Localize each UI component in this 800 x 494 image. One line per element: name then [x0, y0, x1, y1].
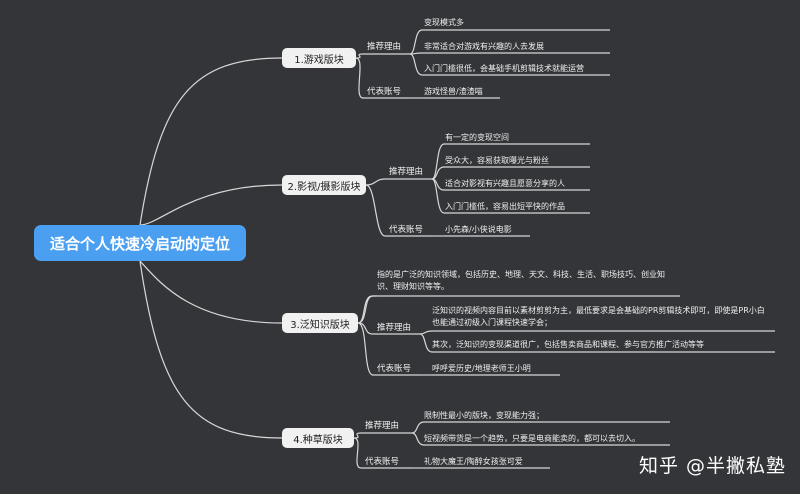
connector-line-4	[355, 53, 364, 59]
connector-line-50	[353, 437, 362, 469]
leaf-b4-a1: 礼物大魔王/陶醉女孩张可爱	[424, 457, 523, 466]
branch-film[interactable]: 2.影视/摄影版块	[282, 175, 366, 195]
connector-line-40	[357, 295, 374, 324]
label-b2-reasons: 推荐理由	[389, 167, 424, 177]
connector-line-36	[357, 322, 374, 376]
connector-line-6	[409, 29, 423, 55]
leaf-b2-a1: 小先森/小侠说电影	[445, 225, 512, 234]
leaf-b1-r1: 变现模式多	[424, 18, 464, 27]
label-b1-accounts: 代表账号	[367, 87, 402, 97]
leaf-b2-r2: 受众大，容易获取曝光与粉丝	[445, 156, 549, 165]
connector-line-34	[419, 333, 433, 353]
leaf-b2-r4: 入门门槛低，容易出短平快的作品	[445, 202, 565, 211]
leaf-b3-r1: 泛知识的视频内容目前以素材剪剪为主，最低要求是会基础的PR剪辑技术即可，即使是P…	[432, 306, 765, 327]
connector-line-0	[139, 57, 283, 226]
leaf-b3-a1: 呼呼爱历史/地理老师王小明	[432, 364, 531, 373]
connector-line-16	[365, 178, 386, 186]
leaf-b4-r1: 限制性最小的版块，变现能力强；	[424, 411, 544, 420]
leaf-b4-r2: 短视频带货是一个趋势，只要是电商能卖的，都可以去切入。	[424, 434, 640, 443]
label-b4-accounts: 代表账号	[365, 457, 400, 467]
leaf-b1-r2: 非常适合对游戏有兴趣的人去发展	[424, 42, 544, 51]
watermark: 知乎 @半撇私塾	[638, 455, 786, 477]
connector-line-1	[139, 184, 283, 226]
leaf-b3-r2: 其次，泛知识的变现渠道很广，包括售卖商品和课程、参与官方推广活动等等	[432, 340, 704, 349]
root-topic[interactable]: 适合个人快速冷启动的定位	[34, 225, 246, 261]
label-b3-reasons: 推荐理由	[377, 323, 412, 333]
leaf-b1-a1: 游戏怪兽/渣渣喵	[424, 87, 483, 96]
label-b4-reasons: 推荐理由	[365, 421, 400, 431]
connector-line-10	[409, 53, 423, 76]
connector-line-44	[353, 432, 362, 439]
label-b1-reasons: 推荐理由	[367, 42, 402, 52]
connector-line-24	[431, 178, 445, 214]
connector-line-46	[411, 421, 425, 434]
label-b3-accounts: 代表账号	[377, 364, 412, 374]
label-b2-accounts: 代表账号	[389, 225, 424, 235]
connector-line-26	[365, 184, 386, 237]
leaf-b2-r1: 有一定的变现空间	[445, 133, 509, 142]
connector-line-3	[139, 260, 283, 439]
connector-line-18	[431, 143, 445, 180]
connector-line-42	[357, 295, 373, 324]
connector-line-48	[411, 432, 425, 446]
connector-line-2	[139, 260, 283, 324]
leaf-b2-r3: 适合对影视有兴趣且愿意分享的人	[445, 179, 565, 188]
branch-seeding[interactable]: 4.种草版块	[282, 428, 354, 448]
branch-game[interactable]: 1.游戏版块	[282, 48, 356, 68]
branch-knowledge[interactable]: 3.泛知识版块	[282, 313, 358, 333]
connector-line-12	[355, 57, 364, 99]
connector-line-32	[419, 330, 433, 335]
leaf-b3-intro: 指的是广泛的知识领域，包括历史、地理、天文、科技、生活、职场技巧、创业知识、理财…	[377, 270, 665, 291]
leaf-b1-r3: 入门门槛很低，会基础手机剪辑技术就能运营	[424, 64, 584, 73]
